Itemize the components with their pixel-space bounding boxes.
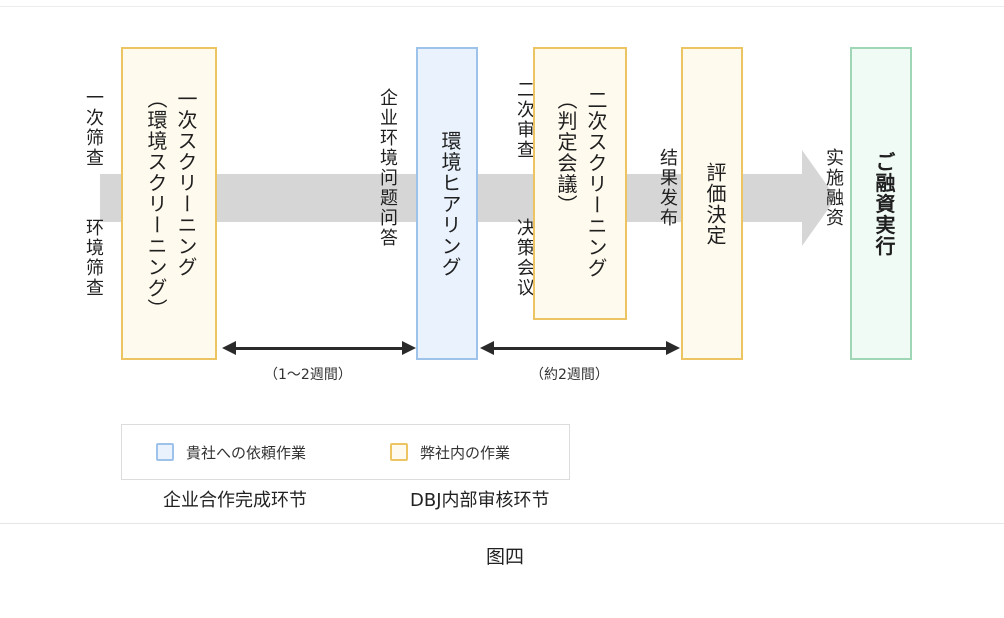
box-env-hearing-text: 環境ヒアリング	[438, 130, 462, 277]
duration-arrow-2-right-head	[666, 341, 680, 355]
box-financing-text: ご融資実行	[872, 151, 896, 256]
label-result-release: 结果发布	[657, 148, 678, 228]
legend-swatch-client	[156, 443, 174, 461]
duration-label-1: （1〜2週間）	[264, 367, 352, 383]
figure-caption: 图四	[486, 546, 525, 568]
duration-arrow-2-left-head	[480, 341, 494, 355]
duration-arrow-2-line	[492, 347, 668, 350]
box-first-screening-text: 一次スクリーニング （環境スクリーニング）	[144, 88, 198, 319]
label-env-screening: 环境筛查	[83, 218, 104, 298]
legend: 貴社への依頼作業 弊社内の作業	[121, 424, 570, 480]
box-evaluation-text: 評価決定	[703, 161, 727, 246]
label-implement-financing: 实施融资	[823, 148, 844, 228]
duration-label-2: （約2週間）	[530, 367, 609, 383]
duration-arrow-1-line	[234, 347, 404, 350]
box-env-hearing: 環境ヒアリング	[416, 47, 478, 360]
box-second-screening-text: 二次スクリーニング （判定会議）	[554, 89, 608, 278]
stage-label-enterprise: 企业合作完成环节	[163, 490, 307, 511]
legend-label-client: 貴社への依頼作業	[186, 444, 307, 462]
label-enterprise-qa: 企业环境问题问答	[377, 88, 398, 248]
top-divider	[0, 6, 1004, 7]
duration-arrow-1-right-head	[402, 341, 416, 355]
box-second-screening: 二次スクリーニング （判定会議）	[533, 47, 627, 320]
duration-arrow-1-left-head	[222, 341, 236, 355]
flow-arrow-head	[802, 150, 836, 246]
label-decision-meeting: 决策会议	[514, 218, 535, 298]
label-secondary-review: 二次审查	[514, 80, 535, 160]
label-initial-screening: 一次筛查	[83, 88, 104, 168]
legend-label-internal: 弊社内の作業	[420, 444, 511, 462]
box-first-screening: 一次スクリーニング （環境スクリーニング）	[121, 47, 217, 360]
box-evaluation: 評価決定	[681, 47, 743, 360]
box-financing: ご融資実行	[850, 47, 912, 360]
legend-swatch-internal	[390, 443, 408, 461]
stage-label-internal-review: DBJ内部审核环节	[410, 490, 550, 511]
bottom-divider	[0, 523, 1004, 524]
